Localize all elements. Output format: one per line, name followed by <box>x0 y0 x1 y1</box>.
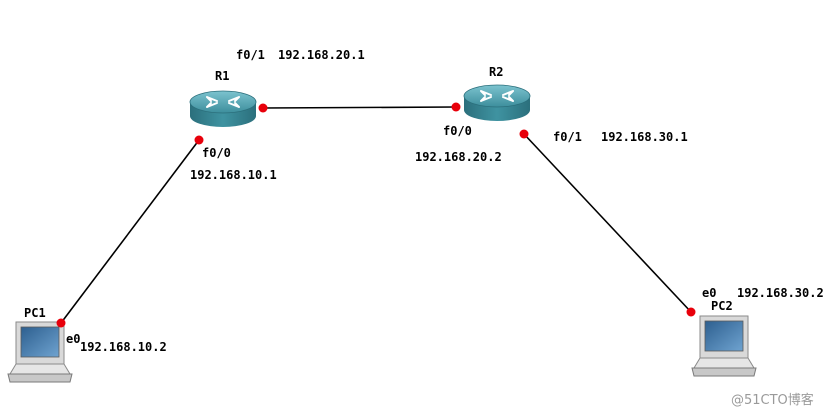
ip-label-pc2-e0: 192.168.30.2 <box>737 286 824 300</box>
pc-icon[interactable] <box>691 315 757 377</box>
ip-label-r2-f01: 192.168.30.1 <box>601 130 688 144</box>
port-label-pc2-e0: e0 <box>702 286 717 300</box>
port-dot-pc2-e0[interactable] <box>686 307 696 317</box>
node-label-r2: R2 <box>489 65 504 79</box>
ip-label-pc1-e0: 192.168.10.2 <box>80 340 167 354</box>
port-dot-r2-f01[interactable] <box>519 129 529 139</box>
node-label-r1: R1 <box>215 69 230 83</box>
node-label-pc2: PC2 <box>711 299 733 313</box>
node-label-pc1: PC1 <box>24 306 46 320</box>
port-dot-r1-f00[interactable] <box>194 135 204 145</box>
port-label-r2-f00: f0/0 <box>443 124 472 138</box>
ip-label-r1-f01: 192.168.20.1 <box>278 48 365 62</box>
port-label-pc1-e0: e0 <box>66 332 81 346</box>
ip-label-r1-f00: 192.168.10.1 <box>190 168 277 182</box>
link-r1-r2[interactable] <box>262 106 457 109</box>
port-label-r1-f01: f0/1 <box>236 48 265 62</box>
port-dot-pc1-e0[interactable] <box>56 318 66 328</box>
pc-icon[interactable] <box>7 321 73 383</box>
port-label-r1-f00: f0/0 <box>202 146 231 160</box>
link-r1-pc1[interactable] <box>60 139 200 324</box>
port-label-r2-f01: f0/1 <box>553 130 582 144</box>
router-icon[interactable] <box>463 84 531 121</box>
link-r2-pc2[interactable] <box>523 133 692 313</box>
watermark-text: @51CTO博客 <box>731 393 814 408</box>
router-icon[interactable] <box>189 90 257 127</box>
port-dot-r1-f01[interactable] <box>258 103 268 113</box>
ip-label-r2-f00: 192.168.20.2 <box>415 150 502 164</box>
port-dot-r2-f00[interactable] <box>451 102 461 112</box>
